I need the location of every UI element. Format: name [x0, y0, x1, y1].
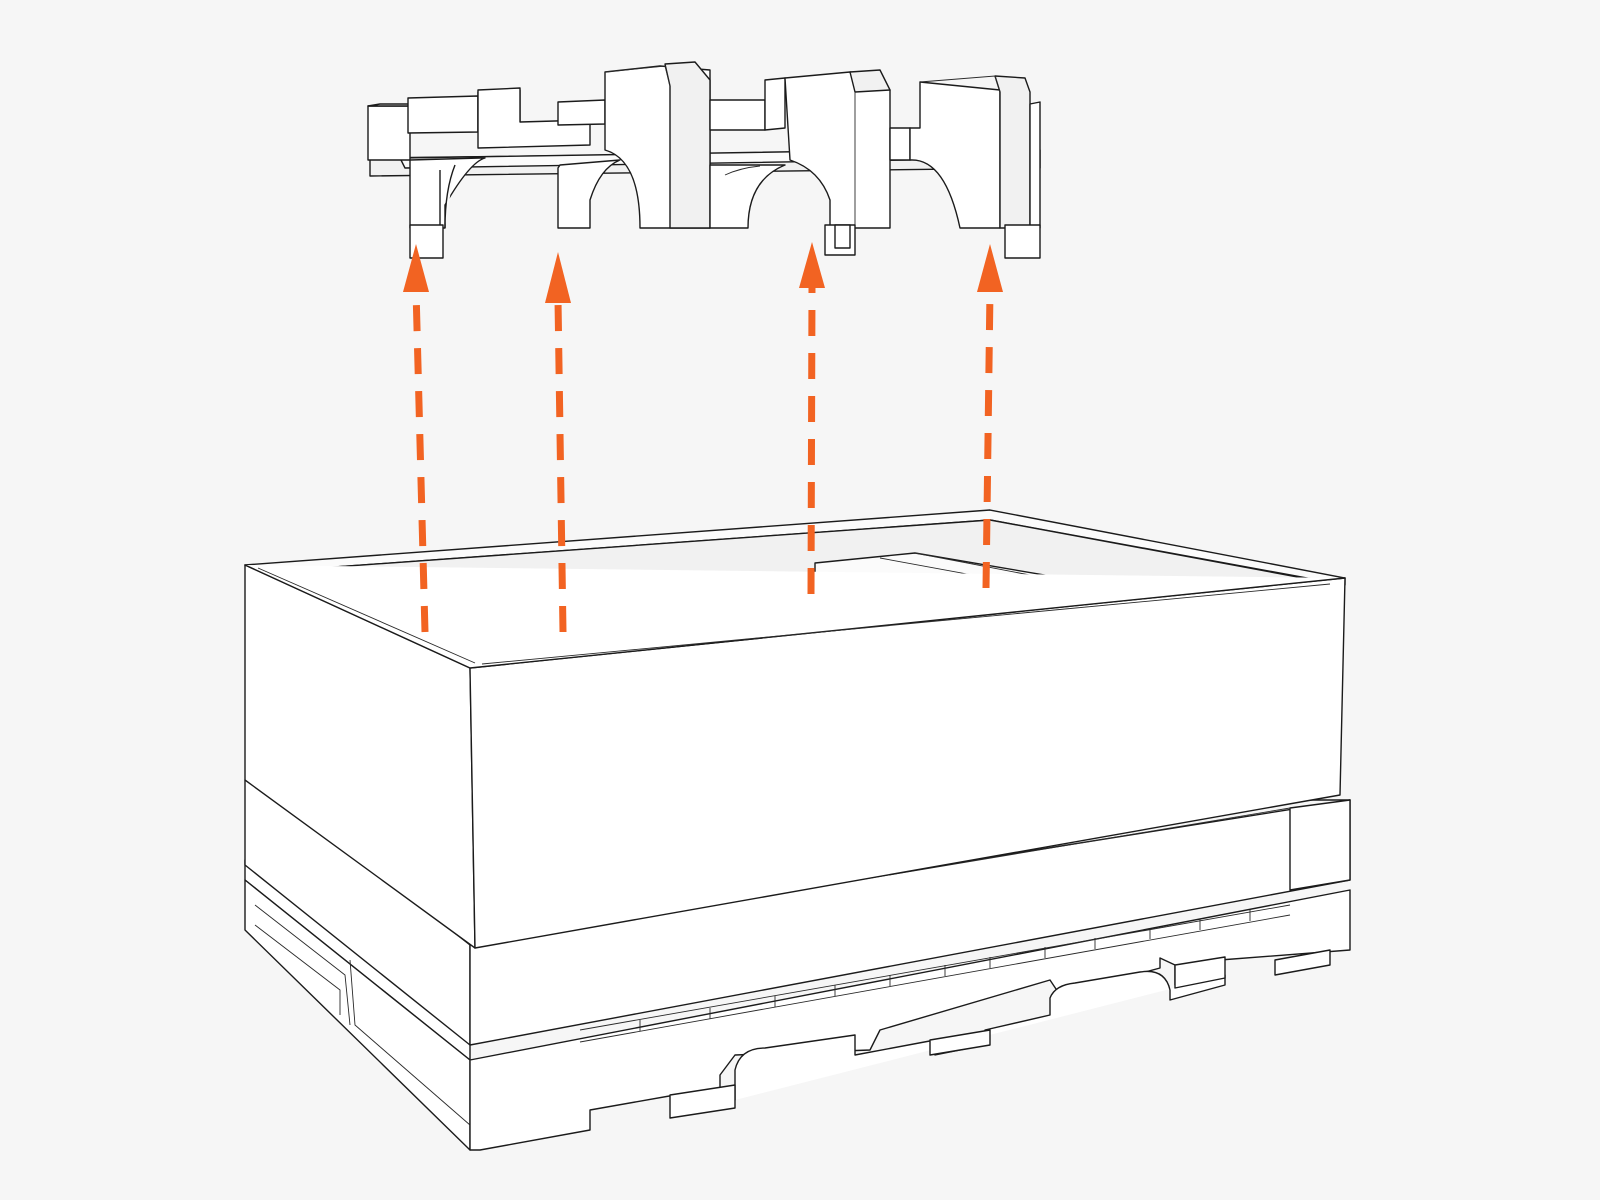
foam-left-end-top [367, 103, 413, 107]
foam-right-end [1029, 101, 1041, 229]
tray-right-corner [1289, 799, 1351, 891]
foam-left-end-front [367, 105, 411, 161]
box-top-sleeve [244, 509, 1346, 949]
foam-tall-block-2-top [849, 69, 891, 93]
sleeve-rim-inner [257, 567, 476, 664]
foam-leg-1-foot [409, 224, 444, 259]
foam-leg-2 [557, 159, 621, 229]
lift-arrow-3-head [799, 242, 825, 288]
lift-arrow-2-head [545, 252, 571, 303]
pallet [244, 854, 1351, 1151]
pallet-foot-2 [929, 1029, 991, 1056]
foam-tall-block-1-side [664, 61, 711, 229]
pallet-slat-line-2 [579, 914, 1291, 1043]
foam-leg-3-curve [724, 165, 761, 176]
foam-left-step [407, 95, 479, 134]
lift-arrow-2 [545, 252, 571, 633]
lift-arrow-1-head [403, 244, 429, 292]
foam-mid-block [709, 99, 766, 131]
pallet-left-inner-line [254, 924, 341, 1015]
lift-arrow-4-head [977, 244, 1003, 292]
lift-arrows [403, 242, 1003, 633]
foam-leg-4-inner [834, 224, 851, 249]
lift-arrow-4-shaft [982, 289, 994, 589]
pallet-left-block [349, 959, 471, 1126]
pallet-left-inner-edge [254, 904, 351, 1026]
foam-right-foot [1004, 224, 1041, 259]
foam-tall-block-1-top [604, 65, 671, 87]
lift-arrow-1-shaft [412, 289, 429, 633]
foam-tall-block-2 [784, 71, 891, 229]
sleeve-rim-inner-front [481, 583, 1331, 665]
foam-tall-block-3-top [919, 75, 1001, 93]
pallet-foot-3 [1174, 956, 1226, 989]
foam-leg-1-curve [439, 164, 456, 229]
lift-arrow-1 [403, 244, 429, 633]
pallet-slat-ticks [639, 910, 1251, 1031]
pallet-foot-1 [669, 1084, 736, 1119]
foam-mid-post [764, 77, 786, 131]
pallet-foot-4 [1274, 949, 1331, 976]
foam-block-2-top [557, 99, 606, 126]
lift-arrow-3-shaft [807, 286, 816, 595]
pallet-front-cutouts [734, 970, 1226, 1101]
foam-insert [367, 61, 1041, 259]
foam-right-connector [889, 127, 911, 161]
lift-arrow-4 [977, 244, 1003, 589]
foam-leg-3 [709, 164, 786, 229]
lift-arrow-3 [799, 242, 825, 595]
sleeve-rim-front [244, 564, 1346, 669]
foam-tall-block-3-side [994, 75, 1031, 229]
pallet-slat-line [579, 904, 1291, 1031]
lift-arrow-2-shaft [554, 299, 567, 633]
foam-tall-block-3 [909, 81, 1001, 229]
